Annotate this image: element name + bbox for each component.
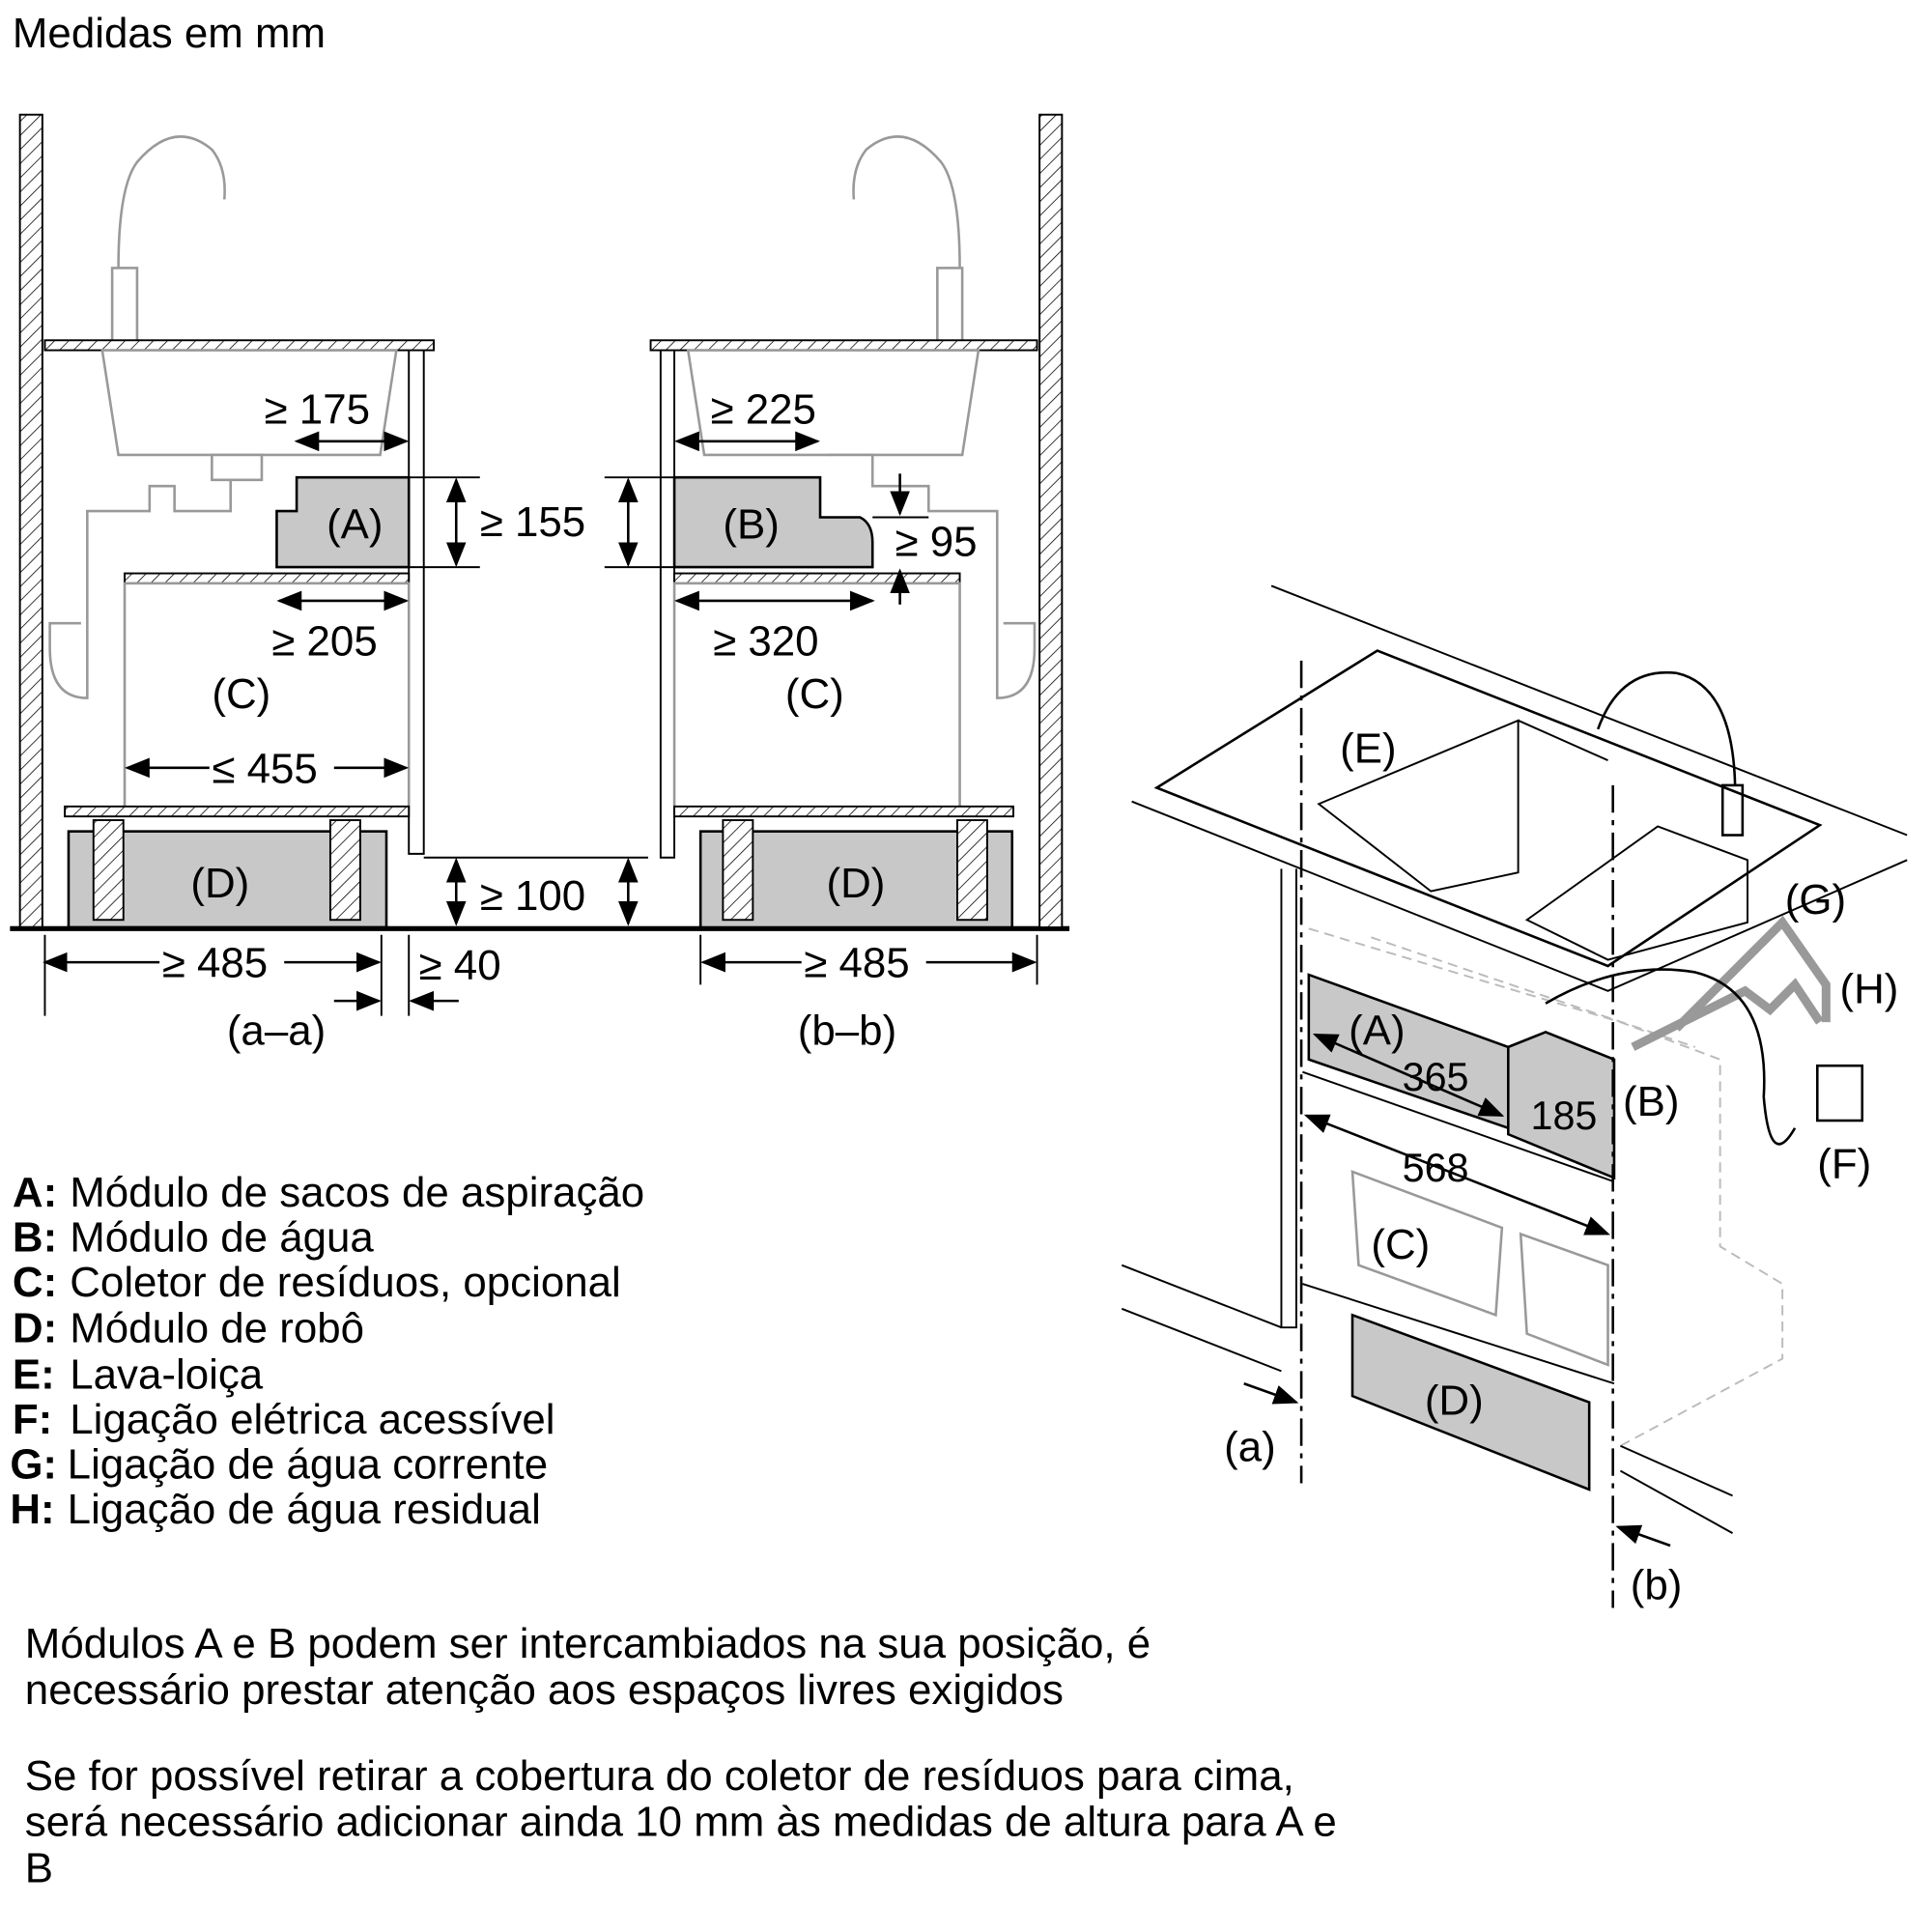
dim-b-bottom-width: ≥ 320 bbox=[713, 618, 818, 666]
faucet-icon bbox=[117, 135, 226, 337]
legend-item: H: Ligação de água residual bbox=[10, 1486, 541, 1533]
legend-item: A: Módulo de sacos de aspiração bbox=[13, 1169, 644, 1216]
dim-a-width: 365 bbox=[1403, 1055, 1469, 1099]
label-module-d: (D) bbox=[190, 860, 249, 907]
page-title: Medidas em mm bbox=[13, 10, 326, 57]
sink-outline bbox=[1153, 649, 1823, 968]
legend-key: F: bbox=[13, 1396, 52, 1443]
note-2-line-2: será necessário adicionar ainda 10 mm às… bbox=[25, 1799, 1337, 1846]
waste-pipe-h bbox=[1673, 915, 1831, 1032]
label-iso-f: (F) bbox=[1817, 1140, 1871, 1187]
legend-text: Módulo de robô bbox=[70, 1305, 364, 1352]
power-cable bbox=[1545, 968, 1797, 1146]
water-pipe-g bbox=[1631, 978, 1824, 1051]
sink-basin bbox=[100, 349, 398, 457]
dim-a-bottom-width: ≥ 205 bbox=[271, 618, 377, 666]
label-module-a: (A) bbox=[327, 500, 383, 548]
label-collector-c: (C) bbox=[212, 670, 270, 718]
label-iso-c: (C) bbox=[1371, 1221, 1430, 1268]
legend-text: Módulo de água bbox=[70, 1213, 374, 1261]
countertop bbox=[43, 339, 435, 352]
legend-text: Ligação elétrica acessível bbox=[70, 1396, 554, 1443]
caption-a-a: (a–a) bbox=[227, 1007, 326, 1054]
label-module-b: (B) bbox=[723, 500, 779, 548]
label-iso-b: (B) bbox=[1623, 1078, 1679, 1125]
note-2-line-1: Se for possível retirar a cobertura do c… bbox=[25, 1752, 1294, 1800]
legend-key: A: bbox=[13, 1169, 57, 1216]
sink-basin bbox=[686, 349, 980, 457]
dim-gap: ≥ 40 bbox=[419, 942, 501, 989]
label-e: (E) bbox=[1340, 725, 1396, 773]
section-a-a: (A) (C) (D) ≥ 175 ≥ 205 ≥ 155 ≤ 455 ≥ 48… bbox=[18, 113, 585, 1054]
legend-key: B: bbox=[13, 1213, 57, 1261]
legend-key: D: bbox=[13, 1305, 57, 1352]
label-iso-d: (D) bbox=[1425, 1378, 1484, 1425]
shelf bbox=[124, 572, 411, 584]
notes: Módulos A e B podem ser intercambiados n… bbox=[25, 1620, 1337, 1891]
legend-item: C: Coletor de resíduos, opcional bbox=[13, 1259, 621, 1306]
wall-right bbox=[1038, 113, 1064, 928]
label-collector-c-b: (C) bbox=[785, 670, 844, 718]
dim-b-total-width: ≥ 485 bbox=[804, 940, 909, 987]
legend-item: F: Ligação elétrica acessível bbox=[13, 1396, 555, 1443]
label-iso-g: (G) bbox=[1785, 876, 1846, 923]
legend-text: Ligação de água corrente bbox=[68, 1440, 548, 1488]
legend-item: D: Módulo de robô bbox=[13, 1305, 364, 1352]
note-1-line-2: necessário prestar atenção aos espaços l… bbox=[25, 1666, 1064, 1714]
dim-total-width: 568 bbox=[1403, 1146, 1469, 1190]
legend-key: H: bbox=[10, 1486, 54, 1533]
label-iso-a-section: (a) bbox=[1224, 1423, 1276, 1470]
dim-b-step-height: ≥ 95 bbox=[895, 518, 977, 565]
faucet-icon bbox=[852, 135, 961, 337]
legend: A: Módulo de sacos de aspiração B: Módulo … bbox=[10, 1169, 644, 1533]
floor bbox=[10, 925, 1070, 931]
isometric-view: (E) (A) 365 185 (B) 568 (C) (D) (G) (H) … bbox=[1121, 584, 1908, 1608]
module-b bbox=[672, 475, 874, 569]
legend-text: Módulo de sacos de aspiração bbox=[70, 1169, 644, 1216]
legend-key: E: bbox=[13, 1350, 55, 1398]
dim-b-width: 185 bbox=[1531, 1094, 1598, 1138]
legend-text: Coletor de resíduos, opcional bbox=[70, 1259, 621, 1306]
wall-left bbox=[18, 113, 43, 928]
note-1-line-1: Módulos A e B podem ser intercambiados n… bbox=[25, 1620, 1151, 1667]
dim-a-height: ≥ 155 bbox=[480, 498, 585, 546]
power-socket-icon bbox=[1816, 1064, 1864, 1122]
legend-item: B: Módulo de água bbox=[13, 1213, 375, 1261]
note-2-line-3: B bbox=[25, 1844, 53, 1891]
section-b-b: (B) (C) (D) ≥ 225 ≥ 95 ≥ 320 ≥ 485 (b–b) bbox=[649, 113, 1064, 1054]
dim-a-total-width: ≥ 485 bbox=[162, 940, 268, 987]
label-iso-b-section: (b) bbox=[1631, 1561, 1683, 1608]
legend-text: Lava-loiça bbox=[70, 1350, 264, 1398]
label-module-d-b: (D) bbox=[826, 860, 885, 907]
iso-module-d bbox=[1350, 1313, 1591, 1492]
legend-key: G: bbox=[10, 1440, 57, 1488]
dim-plinth-height: ≥ 100 bbox=[480, 872, 585, 920]
label-iso-h: (H) bbox=[1840, 966, 1899, 1013]
dim-b-top-width: ≥ 225 bbox=[710, 386, 815, 434]
legend-item: G:Ligação de água corrente bbox=[10, 1440, 548, 1488]
legend-key: C: bbox=[13, 1259, 57, 1306]
faucet-icon bbox=[1596, 670, 1737, 785]
dim-collector-width: ≤ 455 bbox=[212, 745, 317, 792]
legend-item: E: Lava-loiça bbox=[13, 1350, 264, 1398]
dim-a-top-width: ≥ 175 bbox=[265, 386, 370, 434]
legend-text: Ligação de água residual bbox=[68, 1486, 541, 1533]
caption-b-b: (b–b) bbox=[798, 1007, 896, 1054]
label-iso-a: (A) bbox=[1349, 1007, 1405, 1054]
